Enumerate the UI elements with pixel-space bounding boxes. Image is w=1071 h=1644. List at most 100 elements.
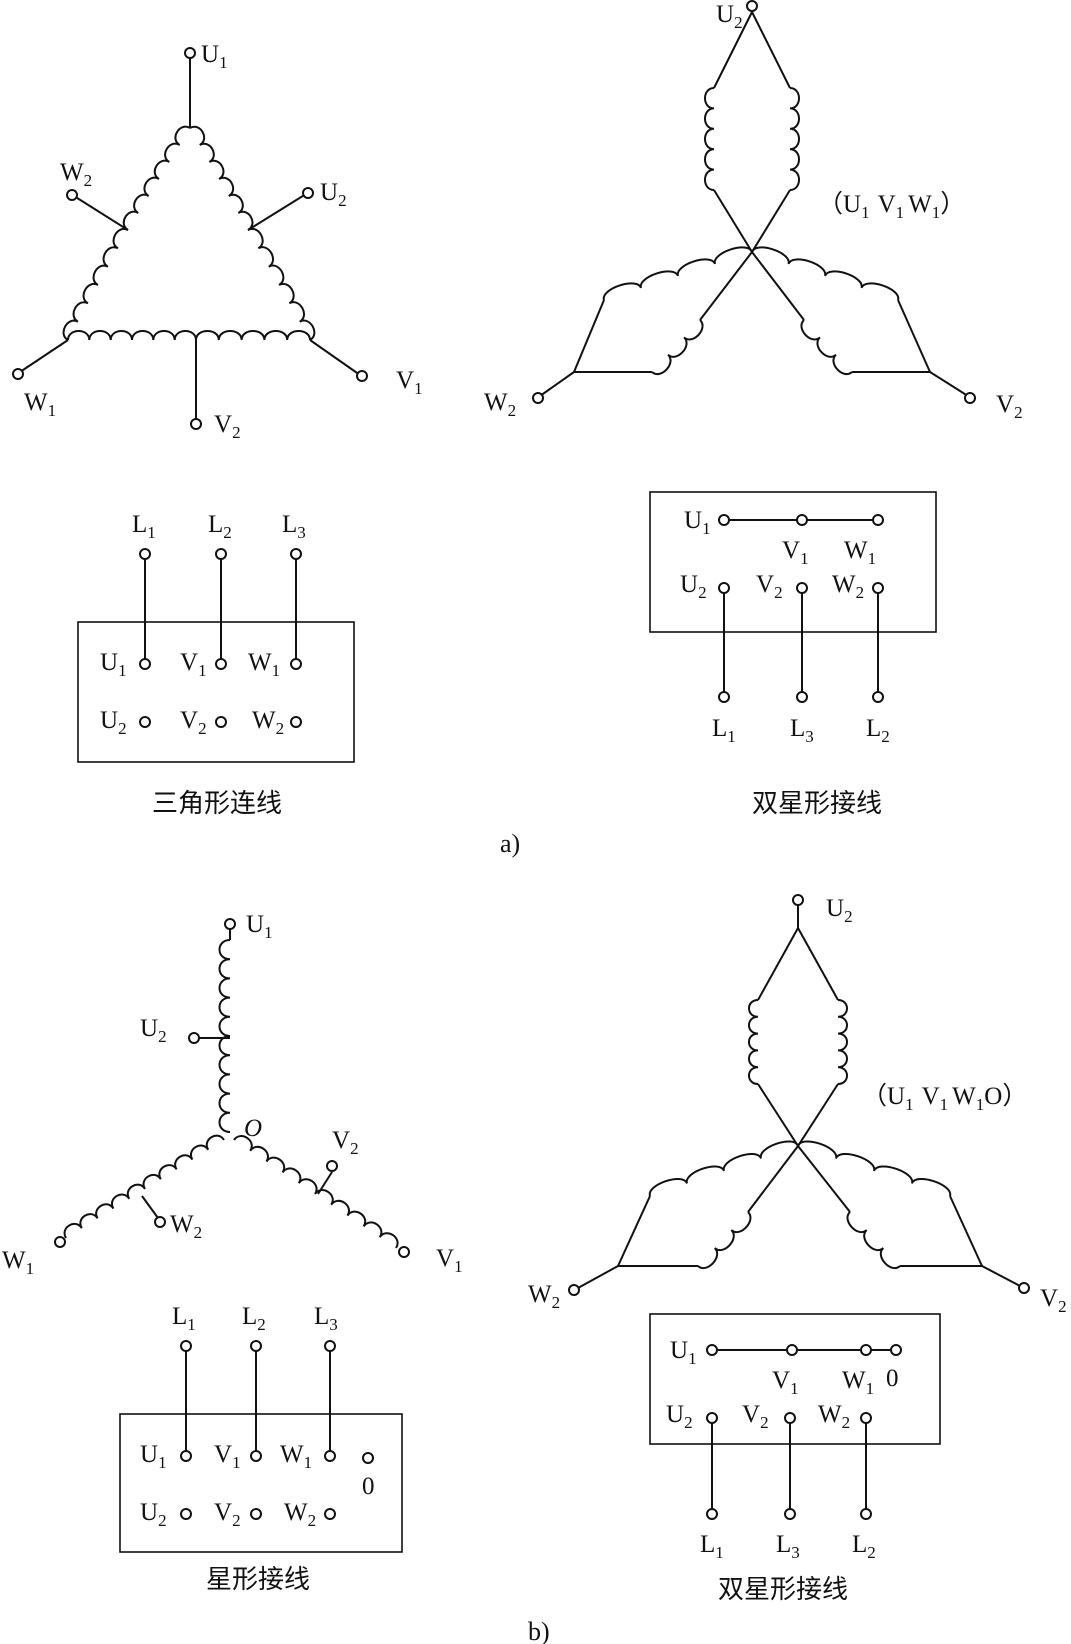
board-label-w1: W1 <box>842 1367 874 1398</box>
label-v2: V2 <box>996 391 1023 422</box>
caption-double-star-a: 双星形接线 <box>752 789 882 819</box>
label-l2: L2 <box>852 1531 876 1562</box>
board-label-u2: U2 <box>666 1401 693 1432</box>
board-terminal <box>786 1344 798 1356</box>
terminal-v1 <box>356 370 368 382</box>
coil <box>897 299 931 373</box>
terminal-w2 <box>532 392 544 404</box>
terminal-u2 <box>746 0 758 12</box>
v2-tap <box>317 1171 333 1195</box>
board-terminal <box>860 1344 872 1356</box>
coil <box>602 246 753 301</box>
board-terminal <box>796 582 808 594</box>
delta-terminal-board: L1 L2 L3 U1 V1 W1 U2 V2 W2 <box>77 511 355 763</box>
line-terminal-l3 <box>290 548 302 560</box>
label-l2: L2 <box>866 715 890 746</box>
board-label-w1: W1 <box>248 649 280 680</box>
board-terminal <box>718 514 730 526</box>
coil <box>573 299 605 373</box>
label-u2: U2 <box>716 1 743 32</box>
board-label-v1: V1 <box>782 537 809 568</box>
label-l2: L2 <box>242 1303 266 1334</box>
board-terminal <box>250 1450 262 1462</box>
w1-lead <box>19 339 69 373</box>
label-l2: L2 <box>208 511 232 542</box>
wire <box>713 11 753 89</box>
board-label-w2: W2 <box>818 1401 850 1432</box>
terminal-board-box <box>77 621 355 763</box>
board-label-w2: W2 <box>284 1499 316 1530</box>
board-terminal <box>784 1412 796 1424</box>
label-v2: V2 <box>332 1127 359 1158</box>
board-label-v1: V1 <box>214 1441 241 1472</box>
board-label-w2: W2 <box>252 707 284 738</box>
board-terminal-neutral <box>362 1452 374 1464</box>
label-l1: L1 <box>132 511 156 542</box>
terminal-w1 <box>54 1236 66 1248</box>
coil <box>747 1145 799 1213</box>
panel-label-a: a) <box>500 829 520 858</box>
board-terminal <box>324 1508 336 1520</box>
terminal-u2 <box>302 187 314 199</box>
board-terminal <box>706 1412 718 1424</box>
star-terminal-board: L1 L2 L3 U1 V1 W1 0 U2 V2 W2 <box>119 1303 403 1553</box>
board-terminal <box>324 1450 336 1462</box>
terminal-v2 <box>190 418 202 430</box>
board-label-u1: U1 <box>100 649 127 680</box>
line-terminal <box>718 691 730 703</box>
coil <box>748 999 759 1085</box>
board-label-v1: V1 <box>180 649 207 680</box>
label-v2: V2 <box>1040 1285 1067 1316</box>
terminal-board-box <box>649 491 937 633</box>
board-label-u2: U2 <box>680 571 707 602</box>
label-v2: V2 <box>214 411 241 442</box>
board-label-u2: U2 <box>100 707 127 738</box>
label-u2: U2 <box>140 1015 167 1046</box>
label-l1: L1 <box>172 1303 196 1334</box>
label-l3: L3 <box>776 1531 800 1562</box>
wire <box>751 189 791 253</box>
line-terminal-l3 <box>324 1340 336 1352</box>
terminal-v2 <box>326 1160 338 1172</box>
label-u1: U1 <box>201 41 228 72</box>
wire <box>713 189 753 253</box>
terminal-v1 <box>398 1246 410 1258</box>
star-winding: U1 U2 O V2 W2 W1 V1 <box>2 911 463 1278</box>
coil <box>800 319 853 375</box>
terminal-v2 <box>964 392 976 404</box>
label-w2: W2 <box>528 1281 560 1312</box>
wire <box>797 927 839 1001</box>
board-label-u1: U1 <box>670 1337 697 1368</box>
board-label-v1: V1 <box>772 1367 799 1398</box>
line-terminal-l2 <box>215 548 227 560</box>
label-w2: W2 <box>60 159 92 190</box>
caption-double-star-b: 双星形接线 <box>718 1575 848 1605</box>
label-l3: L3 <box>314 1303 338 1334</box>
label-w2: W2 <box>170 1211 202 1242</box>
coil <box>651 319 704 375</box>
coil <box>797 1145 851 1213</box>
u2-lead <box>247 193 307 231</box>
wire <box>757 1083 799 1147</box>
board-terminal <box>872 514 884 526</box>
terminal-w2 <box>568 1284 580 1296</box>
wire <box>577 1265 619 1289</box>
line-terminal <box>784 1508 796 1520</box>
board-terminal <box>796 514 808 526</box>
label-l3: L3 <box>790 715 814 746</box>
board-label-v2: V2 <box>214 1499 241 1530</box>
board-terminal <box>250 1508 262 1520</box>
wire <box>797 1083 839 1147</box>
delta-coil-right-upper <box>189 125 254 231</box>
board-terminal <box>860 1412 872 1424</box>
caption-star: 星形接线 <box>206 1565 310 1595</box>
coil <box>846 1211 901 1269</box>
terminal-u2 <box>792 894 804 906</box>
board-label-w1: W1 <box>844 537 876 568</box>
wire <box>539 371 575 397</box>
